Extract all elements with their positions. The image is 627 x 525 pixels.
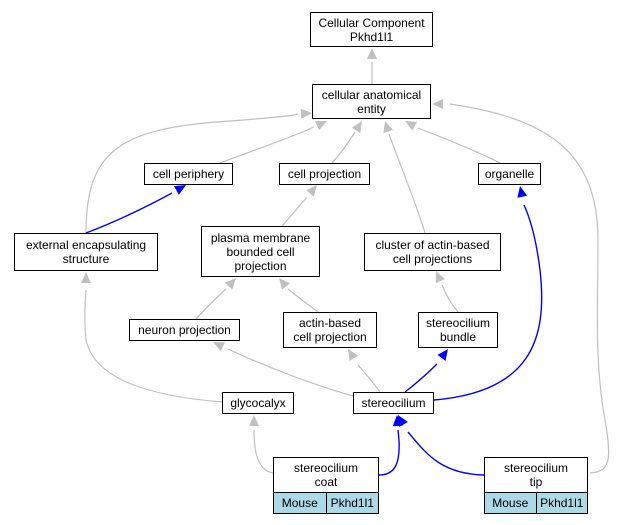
edge-actin-to-pmb-arrowhead [279,278,290,290]
edge-cluster-to-cae [388,133,426,234]
node-label-line: glycocalyx [230,396,286,410]
node-label-line: entity [357,101,386,116]
edge-stereo-to-neuron-arrowhead [213,342,226,352]
edge-stereo-to-organ [433,204,543,401]
edge-actin-to-pmb [287,288,319,313]
edge-cluster-to-cae-arrowhead [383,121,394,133]
edge-ext-to-periph-arrowhead [173,185,186,195]
node-label-line: coat [314,475,338,489]
edge-pmb-to-cproj [281,196,308,227]
node-stereocilium[interactable]: stereocilium [353,392,434,414]
edge-bundle-to-cluster [441,284,459,313]
node-title: stereocilium tip [485,458,587,493]
node-label-line: bounded cell [226,244,295,259]
edge-stereo-to-organ-arrowhead [517,186,528,198]
node-stereocilium-coat[interactable]: stereocilium coat Mouse Pkhd1l1 [273,457,379,514]
edge-coat-to-stereo [378,429,400,476]
edge-ext-to-cae-arrowhead [300,108,312,119]
node-label-line: organelle [484,167,535,181]
edge-stereo-to-actin-arrowhead [348,349,359,361]
annotation-row: Mouse Pkhd1l1 [485,493,587,513]
edge-ext-to-periph [85,192,173,234]
node-label-line: cell projection [287,167,362,181]
node-label-line: Pkhd1l1 [349,29,394,44]
node-glycocalyx[interactable]: glycocalyx [222,392,294,414]
species-tag: Mouse [485,493,536,513]
edge-coat-to-glyco [253,429,274,474]
node-plasma-membrane-bounded-cell-projection[interactable]: plasma membrane bounded cell projection [201,226,320,277]
edge-periph-to-cae-arrowhead [314,121,327,131]
node-label-line: stereocilium [361,396,426,410]
node-label-line: external encapsulating [25,238,147,252]
node-label-line: plasma membrane [210,230,311,245]
node-neuron-projection[interactable]: neuron projection [129,319,240,341]
node-external-encapsulating-structure[interactable]: external encapsulating structure [14,233,158,271]
gene-tag: Pkhd1l1 [535,493,587,513]
edge-coat-to-glyco-arrowhead [249,415,259,426]
edge-cae-to-root-arrowhead [367,48,377,59]
edge-bundle-to-cluster-arrowhead [435,271,445,284]
edge-tip-to-stereo-arrowhead [398,415,408,428]
node-label-line: neuron projection [138,323,231,337]
node-cellular-component-root[interactable]: Cellular Component Pkhd1l1 [310,12,433,47]
edge-stereo-to-bundle [404,363,438,393]
edge-glyco-to-ext-arrowhead [81,272,91,283]
edge-tip-to-cae-arrowhead [432,99,443,109]
edge-organ-to-cae-arrowhead [405,121,418,131]
edge-stereo-to-neuron [227,348,354,397]
edge-cproj-to-cae [331,131,356,164]
node-label-line: stereocilium [293,461,359,475]
node-cell-periphery[interactable]: cell periphery [144,163,233,185]
node-label-line: actin-based [298,316,362,330]
edge-stereo-to-actin [357,364,381,393]
gene-tag: Pkhd1l1 [325,493,378,513]
node-label-line: cell projection [293,330,367,344]
node-label-line: projection [234,258,287,273]
edge-neuron-to-pmb-arrowhead [224,278,236,290]
edge-tip-to-stereo [407,431,485,476]
annotation-row: Mouse Pkhd1l1 [274,493,378,513]
node-cellular-anatomical-entity[interactable]: cellular anatomical entity [312,84,431,119]
node-label-line: bundle [439,330,477,344]
edge-pmb-to-cproj-arrowhead [306,185,317,197]
node-label-line: tip [529,475,543,489]
species-tag: Mouse [274,493,326,513]
edge-organ-to-cae [417,127,501,164]
edge-periph-to-cae [219,126,315,164]
edge-neuron-to-pmb [195,288,227,320]
node-cluster-of-actin-based-cell-projections[interactable]: cluster of actin-based cell projections [364,233,501,271]
edge-ext-to-cae [85,113,299,234]
node-stereocilium-bundle[interactable]: stereocilium bundle [418,312,498,348]
node-label-line: Cellular Component [318,15,425,30]
edge-glyco-to-ext [84,289,223,403]
edge-tip-to-cae [449,103,610,474]
node-cell-projection[interactable]: cell projection [279,163,370,185]
node-label-line: cell projections [392,252,473,266]
node-label-line: stereocilium [503,461,569,475]
edge-cproj-to-cae-arrowhead [351,121,362,133]
edge-stereo-to-bundle-arrowhead [437,349,448,361]
node-organelle[interactable]: organelle [478,163,541,185]
node-label-line: stereocilium [425,316,491,330]
node-label-line: cluster of actin-based [375,238,490,252]
node-stereocilium-tip[interactable]: stereocilium tip Mouse Pkhd1l1 [484,457,588,514]
node-label-line: cell periphery [152,167,225,181]
node-title: stereocilium coat [274,458,378,493]
node-label-line: structure [62,252,110,266]
node-actin-based-cell-projection[interactable]: actin-based cell projection [283,312,377,348]
node-label-line: cellular anatomical [321,87,422,102]
